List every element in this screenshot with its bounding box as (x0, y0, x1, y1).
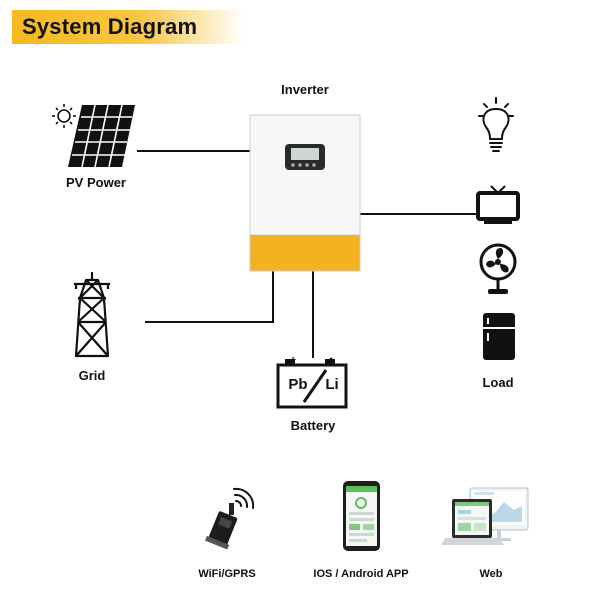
load-label: Load (482, 375, 514, 390)
inverter-label: Inverter (281, 82, 329, 97)
web-label: Web (479, 568, 503, 580)
fan-icon (479, 243, 517, 294)
refrigerator-icon (483, 313, 515, 360)
inverter (249, 114, 361, 272)
television-icon (476, 185, 520, 224)
battery-negative-terminal: - (329, 353, 333, 364)
battery-positive-terminal: + (290, 355, 296, 366)
pv-power-label: PV Power (66, 175, 126, 190)
title-banner (12, 10, 244, 44)
sun-icon (52, 104, 76, 128)
mobile-app-label: IOS / Android APP (313, 568, 409, 580)
battery-text-li: Li (325, 376, 339, 393)
inverter-display-icon (285, 144, 325, 170)
solar-panel-icon (52, 104, 135, 168)
battery-icon (276, 359, 348, 409)
smartphone-icon (343, 481, 380, 551)
laptop-monitor-icon (441, 487, 529, 545)
light-bulb-icon (478, 97, 514, 152)
page-title: System Diagram (22, 14, 198, 39)
power-tower-icon (74, 272, 110, 358)
grid-connection-line (145, 270, 274, 323)
wifi-dongle-icon (205, 487, 255, 550)
battery-text-pb: Pb (288, 376, 308, 393)
grid-label: Grid (78, 368, 106, 383)
battery-label: Battery (290, 418, 336, 433)
wifi-gprs-label: WiFi/GPRS (198, 568, 256, 580)
